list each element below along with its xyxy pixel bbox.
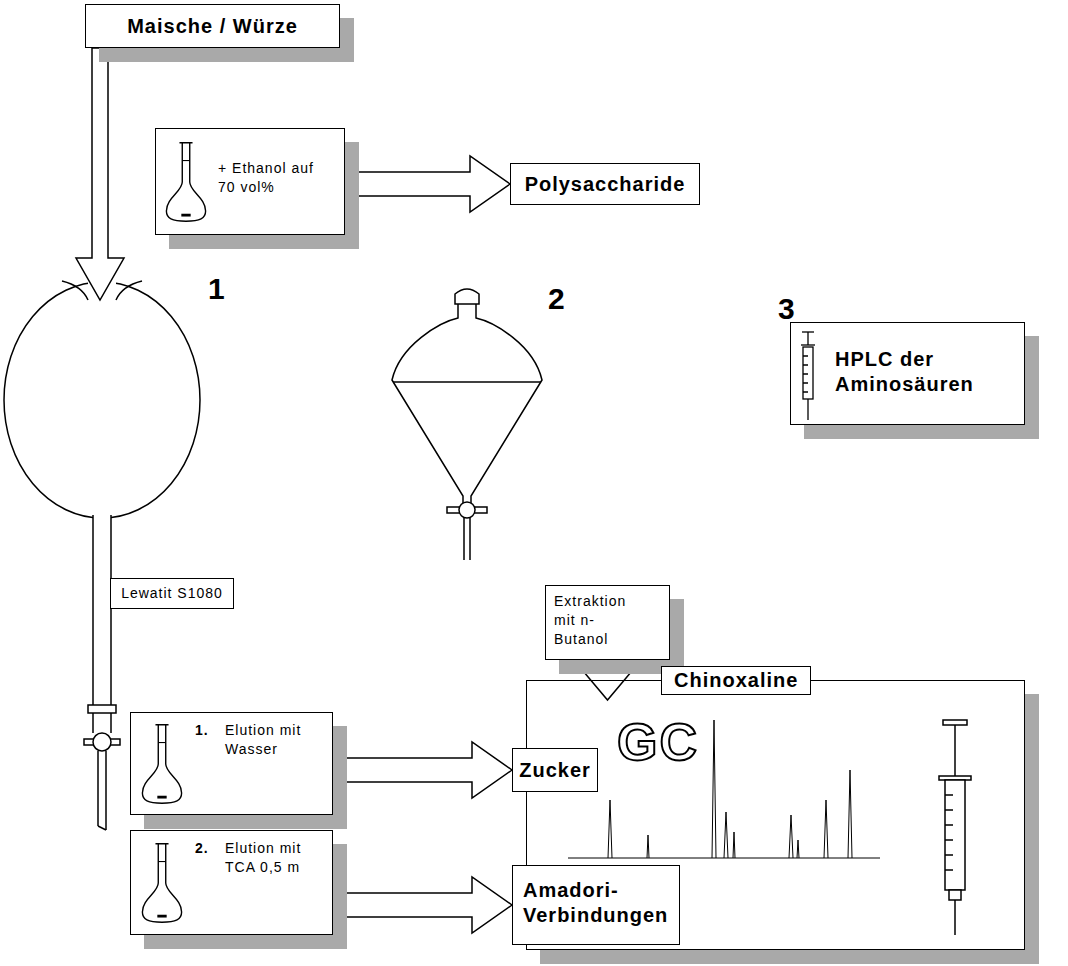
method-box: HPLC der Aminosäuren — [790, 322, 1025, 425]
box-text: + Ethanol auf 70 vol% — [218, 159, 318, 197]
result-box: Zucker — [512, 748, 598, 792]
flow-arrow — [345, 156, 510, 212]
chromatography-column — [4, 276, 200, 830]
callout-number: 1 — [208, 274, 225, 304]
box-text: 1. — [195, 721, 209, 740]
volumetric-flask — [142, 844, 181, 922]
elution-box: 2. Elution mit TCA 0,5 m — [130, 830, 333, 935]
elution-box: 1. Elution mit Wasser — [130, 712, 333, 815]
resin-label: Lewatit S1080 — [110, 578, 234, 609]
box-text: Maische / Würze — [127, 14, 298, 39]
result-box: Polysaccharide — [510, 163, 700, 205]
gc-syringe — [939, 720, 971, 935]
box-text: Chinoxaline — [661, 666, 811, 695]
box-text: Lewatit S1080 — [121, 584, 223, 603]
result-box: Amadori-Verbindungen — [512, 865, 680, 945]
box-text: Polysaccharide — [525, 172, 686, 197]
input-box: Maische / Würze — [85, 4, 340, 48]
flow-arrow — [333, 742, 512, 798]
volumetric-flask — [166, 143, 205, 221]
callout-number: 2 — [548, 284, 565, 314]
separatory-funnel — [392, 289, 542, 560]
box-text: Extraktion mit n-Butanol — [554, 592, 646, 649]
box-text: 2. — [195, 839, 209, 858]
reagent-box: + Ethanol auf 70 vol% — [155, 128, 345, 235]
volumetric-flask — [142, 725, 181, 803]
box-text: Zucker — [519, 758, 591, 783]
callout-number: 3 — [778, 294, 795, 324]
box-text: GC — [617, 716, 699, 768]
hplc-syringe — [801, 332, 815, 420]
feed-arrow — [76, 48, 124, 300]
box-text: Elution mit TCA 0,5 m — [225, 839, 325, 877]
box-text: Amadori-Verbindungen — [523, 878, 671, 928]
flow-arrow — [333, 877, 512, 933]
extraction-box: Extraktion mit n-Butanol — [545, 585, 670, 660]
box-text: Elution mit Wasser — [225, 721, 325, 759]
box-text: HPLC der Aminosäuren — [835, 347, 985, 397]
chromatogram — [568, 720, 880, 858]
